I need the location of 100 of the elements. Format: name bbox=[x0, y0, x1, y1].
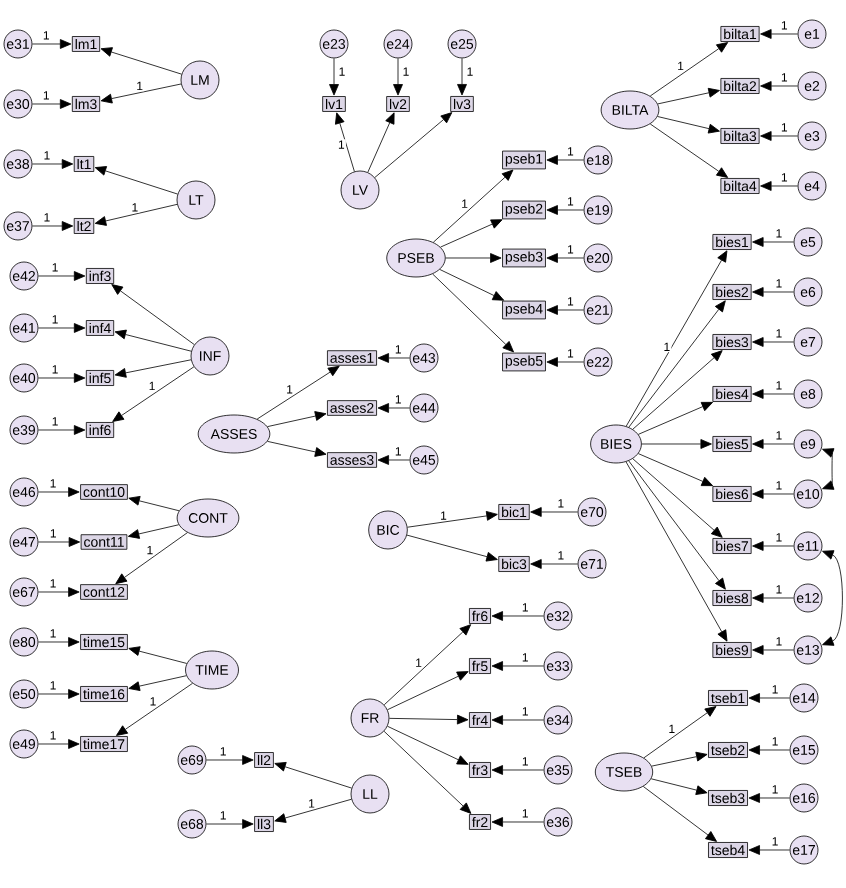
arrow bbox=[650, 778, 708, 795]
arrow bbox=[439, 269, 505, 301]
arrow bbox=[114, 329, 192, 352]
arrow bbox=[649, 42, 729, 97]
arrow bbox=[445, 253, 502, 263]
arrow bbox=[657, 116, 720, 134]
arrow bbox=[387, 671, 469, 711]
arrow bbox=[546, 357, 584, 367]
arrow bbox=[625, 250, 728, 427]
arrow bbox=[38, 425, 86, 435]
arrow bbox=[752, 489, 794, 499]
arrow bbox=[206, 819, 254, 829]
arrow bbox=[206, 755, 254, 765]
arrow bbox=[274, 762, 352, 789]
arrow bbox=[128, 496, 180, 512]
arrow bbox=[491, 817, 544, 827]
arrow bbox=[628, 300, 726, 428]
arrow bbox=[748, 693, 790, 703]
arrow bbox=[329, 58, 339, 96]
arrow bbox=[38, 271, 86, 281]
arrow bbox=[374, 112, 453, 178]
arrow bbox=[407, 511, 498, 528]
arrow bbox=[432, 273, 514, 353]
arrow bbox=[752, 541, 794, 551]
arrow bbox=[94, 203, 178, 226]
arrow bbox=[748, 745, 790, 755]
arrow bbox=[530, 559, 578, 569]
arrow bbox=[643, 706, 717, 759]
arrow bbox=[128, 675, 187, 691]
arrow bbox=[752, 237, 794, 247]
covariance-arrow bbox=[822, 448, 835, 490]
arrow bbox=[116, 682, 193, 736]
arrow bbox=[115, 532, 188, 585]
arrow bbox=[432, 169, 514, 243]
arrow bbox=[38, 323, 86, 333]
arrow bbox=[94, 166, 178, 195]
arrow bbox=[38, 739, 80, 749]
arrow bbox=[641, 439, 712, 449]
arrow bbox=[38, 487, 80, 497]
arrow bbox=[127, 524, 180, 539]
arrow bbox=[114, 359, 192, 378]
arrow bbox=[377, 403, 410, 413]
arrow bbox=[642, 786, 717, 842]
arrow bbox=[752, 593, 794, 603]
arrow bbox=[638, 453, 714, 487]
arrow bbox=[367, 112, 395, 173]
arrow bbox=[377, 455, 410, 465]
arrow bbox=[752, 645, 794, 655]
arrow bbox=[632, 458, 723, 538]
arrow bbox=[274, 798, 352, 823]
arrow bbox=[111, 284, 195, 345]
arrow bbox=[128, 646, 188, 664]
arrow bbox=[377, 353, 410, 363]
arrow bbox=[383, 624, 472, 706]
arrow bbox=[32, 39, 72, 49]
arrow bbox=[389, 714, 469, 725]
arrow bbox=[491, 715, 544, 725]
arrow bbox=[100, 83, 182, 104]
arrow bbox=[752, 337, 794, 347]
arrow bbox=[748, 845, 790, 855]
arrow bbox=[752, 439, 794, 449]
arrow bbox=[625, 461, 728, 642]
arrow bbox=[546, 305, 584, 315]
arrow bbox=[383, 730, 472, 814]
arrow bbox=[760, 29, 798, 39]
arrow bbox=[649, 123, 729, 178]
arrow bbox=[491, 611, 544, 621]
arrow bbox=[38, 537, 81, 547]
arrow bbox=[760, 131, 798, 141]
arrow bbox=[628, 460, 726, 590]
arrow bbox=[491, 661, 544, 671]
arrow bbox=[748, 793, 790, 803]
arrow bbox=[760, 181, 798, 191]
arrow bbox=[38, 637, 80, 647]
arrow bbox=[267, 441, 327, 457]
arrow bbox=[632, 350, 723, 430]
arrow bbox=[457, 58, 467, 96]
arrow bbox=[440, 219, 503, 248]
arrow bbox=[406, 534, 498, 562]
arrow bbox=[335, 112, 355, 172]
arrow bbox=[752, 389, 794, 399]
arrow bbox=[387, 725, 469, 765]
arrow bbox=[546, 155, 584, 165]
arrow bbox=[760, 81, 798, 91]
covariance-arrow bbox=[822, 550, 843, 646]
arrow bbox=[267, 411, 327, 427]
arrow bbox=[752, 287, 794, 297]
arrow bbox=[38, 373, 86, 383]
arrow bbox=[638, 401, 714, 435]
arrow bbox=[100, 47, 182, 75]
arrow bbox=[393, 58, 403, 96]
arrow bbox=[491, 765, 544, 775]
arrow bbox=[651, 751, 708, 767]
arrow bbox=[546, 253, 584, 263]
arrow bbox=[38, 689, 80, 699]
arrow bbox=[32, 159, 74, 169]
arrow bbox=[38, 587, 80, 597]
arrow bbox=[546, 205, 584, 215]
arrow bbox=[112, 366, 195, 422]
arrow bbox=[530, 507, 578, 517]
